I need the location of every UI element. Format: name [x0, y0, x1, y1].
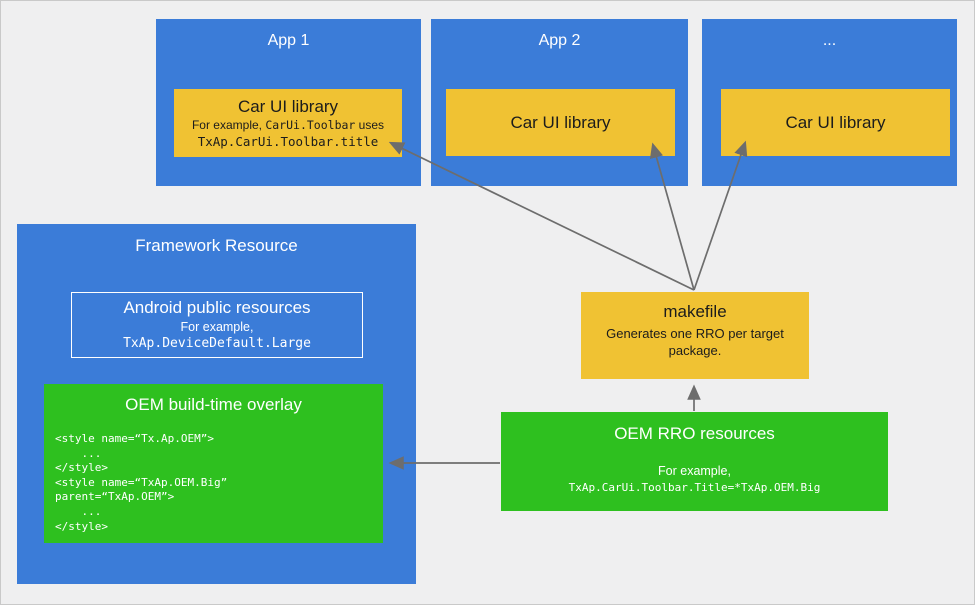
makefile-box: makefile Generates one RRO per target pa…	[581, 292, 809, 379]
app-ellipsis-title: ...	[822, 32, 837, 49]
code-line: <style name=“TxAp.OEM.Big”	[55, 475, 228, 489]
oem-rro-example-label: For example,	[658, 464, 731, 478]
framework-resource-box: Framework Resource Android public resour…	[17, 224, 416, 584]
app1-title: App 1	[267, 32, 310, 49]
code-line: <style name=“Tx.Ap.OEM”>	[55, 432, 214, 445]
oem-rro-example-code: TxAp.CarUi.Toolbar.Title=*TxAp.OEM.Big	[568, 481, 821, 494]
code-line: </style>	[55, 519, 108, 533]
oem-rro-resources-box: OEM RRO resources For example, TxAp.CarU…	[501, 412, 888, 511]
oem-build-time-overlay-title: OEM build-time overlay	[125, 395, 302, 414]
app-ellipsis-carui-library-title: Car UI library	[785, 112, 886, 132]
makefile-description: Generates one RRO per target package.	[606, 326, 784, 358]
oem-build-time-overlay-box: OEM build-time overlay <style name=“Tx.A…	[44, 384, 383, 543]
note-prefix: For example,	[191, 118, 266, 133]
app1-carui-library-box: Car UI library For example, CarUi.Toolba…	[174, 89, 402, 157]
app1-carui-library-note: For example, CarUi.Toolbar uses	[192, 118, 384, 133]
android-public-resources-title: Android public resources	[123, 298, 311, 318]
app-ellipsis-box: ... Car UI library	[702, 19, 957, 186]
app-ellipsis-carui-library-box: Car UI library	[721, 89, 950, 156]
note-suffix: uses	[355, 118, 385, 133]
app2-title: App 2	[538, 32, 581, 49]
app1-carui-library-title: Car UI library	[237, 97, 339, 117]
code-line: ...	[55, 504, 102, 518]
public-resources-example-label: For example,	[180, 320, 254, 335]
public-resources-example-code: TxAp.DeviceDefault.Large	[123, 335, 311, 351]
code-line: </style>	[55, 461, 108, 475]
app2-carui-library-box: Car UI library	[446, 89, 675, 156]
note-code: CarUi.Toolbar	[265, 118, 356, 133]
code-line: parent=“TxAp.OEM”>	[55, 490, 175, 504]
framework-resource-title: Framework Resource	[135, 236, 298, 255]
code-line: ...	[55, 446, 102, 460]
makefile-title: makefile	[663, 302, 727, 321]
oem-overlay-code-block: <style name=“Tx.Ap.OEM”> ... </style> <s…	[55, 432, 377, 534]
oem-rro-resources-title: OEM RRO resources	[614, 424, 775, 443]
app1-carui-library-code: TxAp.CarUi.Toolbar.title	[197, 134, 379, 150]
app1-box: App 1 Car UI library For example, CarUi.…	[156, 19, 421, 186]
android-public-resources-box: Android public resources For example, Tx…	[71, 292, 363, 358]
app2-box: App 2 Car UI library	[431, 19, 688, 186]
app2-carui-library-title: Car UI library	[510, 112, 611, 132]
